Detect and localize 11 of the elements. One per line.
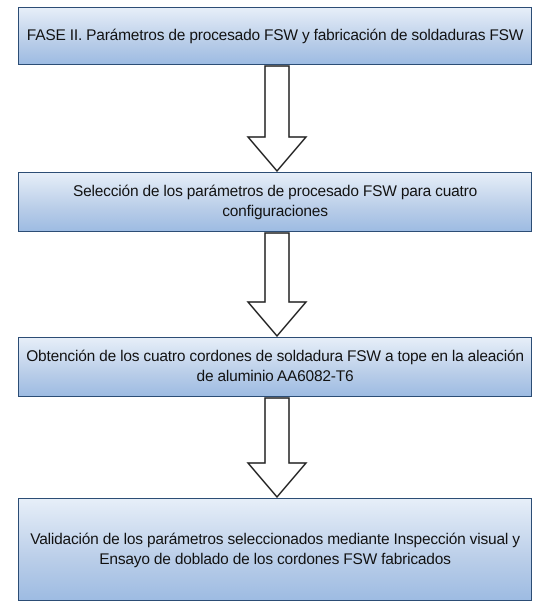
block-arrow bbox=[246, 397, 308, 498]
box-text: Obtención de los cuatro cordones de soldadura FSW a tope en la aleación de aluminio AA6082-T6 bbox=[25, 347, 525, 387]
process-box bbox=[18, 172, 532, 232]
box-text: FASE II. Parámetros de procesado FSW y fabricación de soldaduras FSW bbox=[26, 26, 524, 46]
process-box bbox=[18, 498, 532, 601]
box-text: Selección de los parámetros de procesado FSW para cuatro configuraciones bbox=[72, 182, 478, 222]
process-box bbox=[18, 7, 532, 65]
block-arrow bbox=[246, 232, 308, 338]
box-text: Validación de los parámetros seleccionados mediante Inspección visual y Ensayo de doblado de los cordones FSW fabricados bbox=[29, 530, 521, 570]
block-arrow bbox=[246, 65, 308, 172]
process-box bbox=[18, 337, 532, 397]
